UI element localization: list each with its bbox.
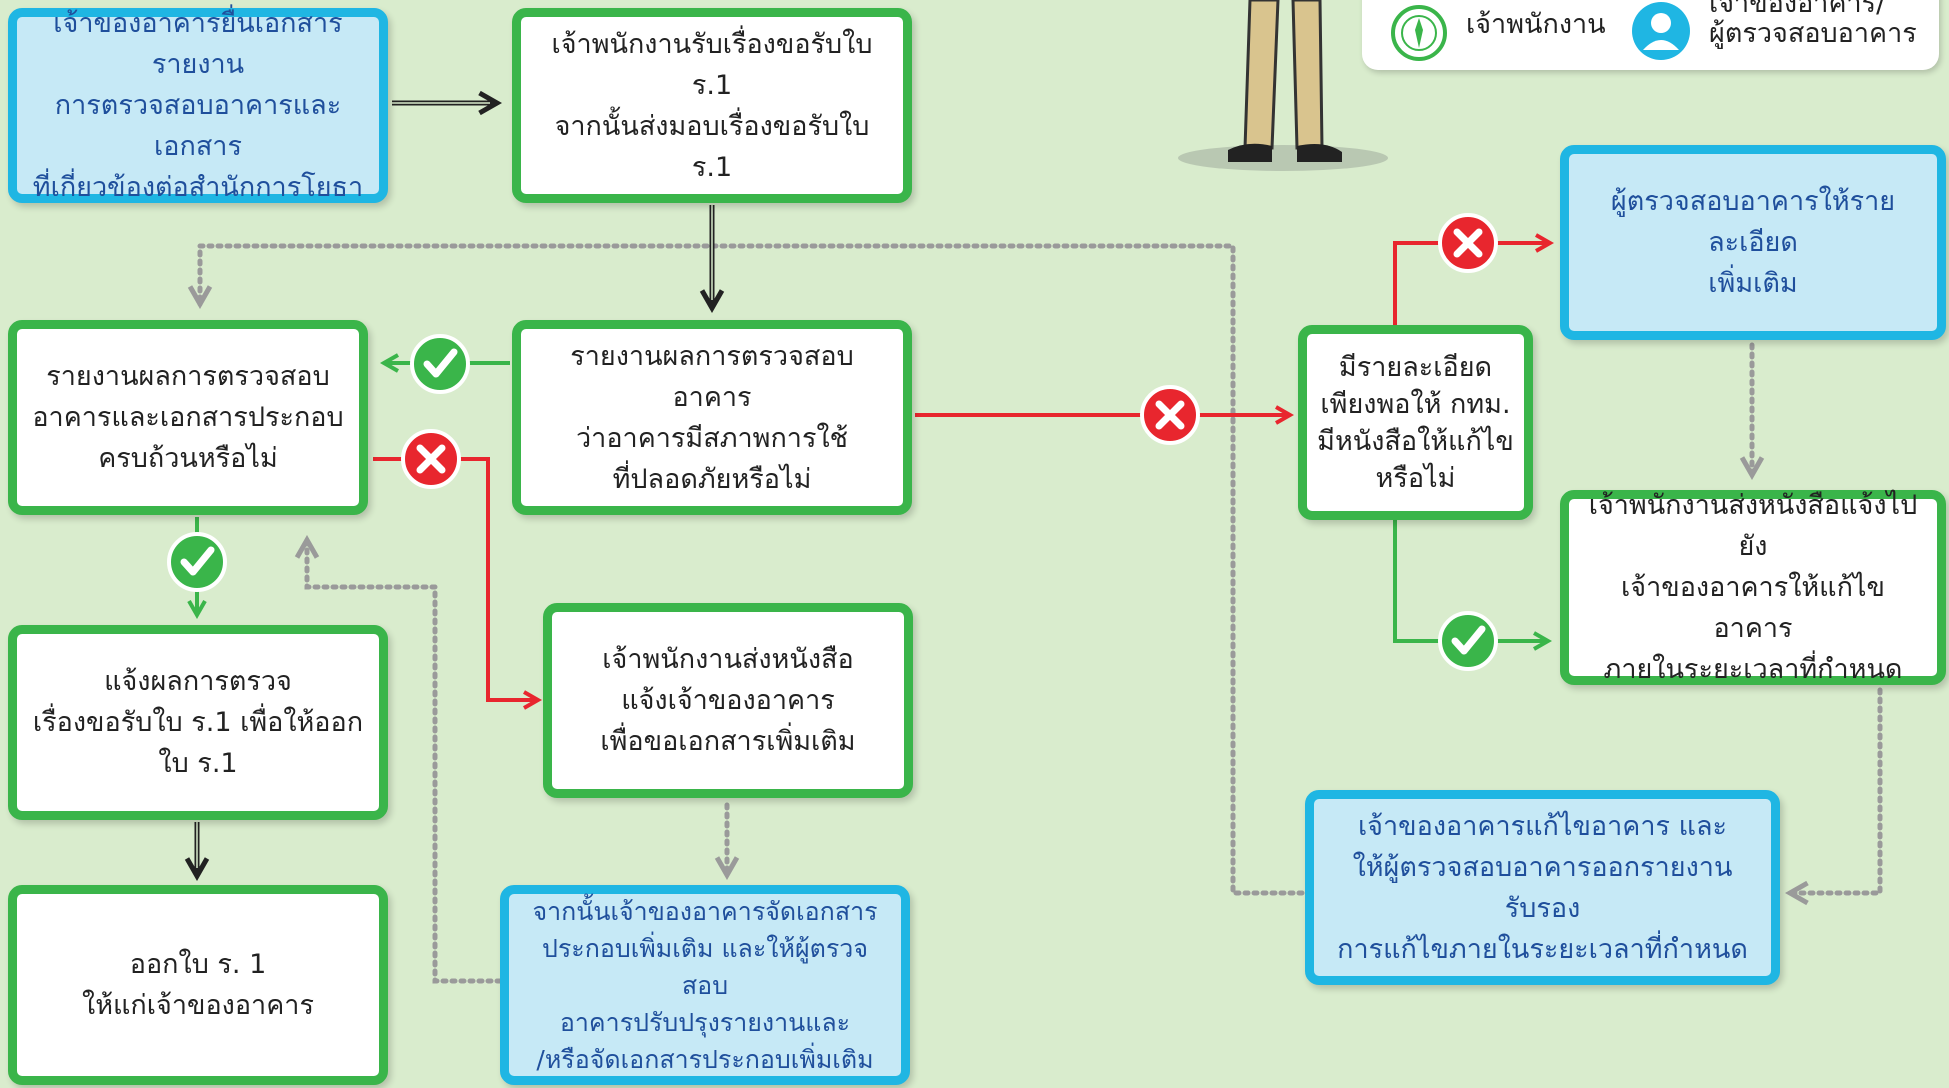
loop-top [197, 243, 1313, 896]
node-owner-prepare-documents: จากนั้นเจ้าของอาคารจัดเอกสาร ประกอบเพิ่ม… [500, 885, 910, 1085]
node-detail-decision: มีรายละเอียด เพียงพอให้ กทม. มีหนังสือให… [1298, 325, 1533, 520]
node-notify-result: แจ้งผลการตรวจ เรื่องขอรับใบ ร.1 เพื่อให้… [8, 625, 388, 820]
node-owner-submit: เจ้าของอาคารยื่นเอกสารรายงาน การตรวจสอบอ… [8, 8, 388, 203]
cross-icon [401, 429, 461, 489]
node-owner-fix: เจ้าของอาคารแก้ไขอาคาร และ ให้ผู้ตรวจสอบ… [1305, 790, 1780, 985]
legend: เจ้าพนักงาน เจ้าของอาคาร/ ผู้ตรวจสอบอาคา… [1362, 0, 1939, 70]
node-issue-r1: ออกใบ ร. 1 ให้แก่เจ้าของอาคาร [8, 885, 388, 1085]
node-staff-receive: เจ้าพนักงานรับเรื่องขอรับใบ ร.1 จากนั้นส… [512, 8, 912, 203]
node-check-safety: รายงานผลการตรวจสอบอาคาร ว่าอาคารมีสภาพกา… [512, 320, 912, 515]
loop-notify-fix [1784, 687, 1883, 906]
bma-seal-icon [1391, 5, 1447, 61]
cross-icon [1438, 213, 1498, 273]
check-icon [167, 532, 227, 592]
check-icon [410, 334, 470, 394]
check-icon [1438, 611, 1498, 671]
node-check-documents: รายงานผลการตรวจสอบ อาคารและเอกสารประกอบ … [8, 320, 368, 515]
node-notify-fix: เจ้าพนักงานส่งหนังสือแจ้งไปยัง เจ้าของอา… [1560, 490, 1946, 685]
node-request-documents: เจ้าพนักงานส่งหนังสือ แจ้งเจ้าของอาคาร เ… [543, 603, 913, 798]
legend-staff-label: เจ้าพนักงาน [1466, 9, 1606, 40]
node-inspector-detail: ผู้ตรวจสอบอาคารให้รายละเอียด เพิ่มเติม [1560, 145, 1946, 340]
legend-owner-label: เจ้าของอาคาร/ ผู้ตรวจสอบอาคาร [1709, 0, 1917, 49]
arrow-no-detail-inspector [1393, 233, 1555, 325]
person-icon [1632, 2, 1690, 60]
cross-icon [1140, 385, 1200, 445]
officer-illustration [1178, 0, 1388, 171]
loop-owner-prepare [294, 534, 503, 984]
